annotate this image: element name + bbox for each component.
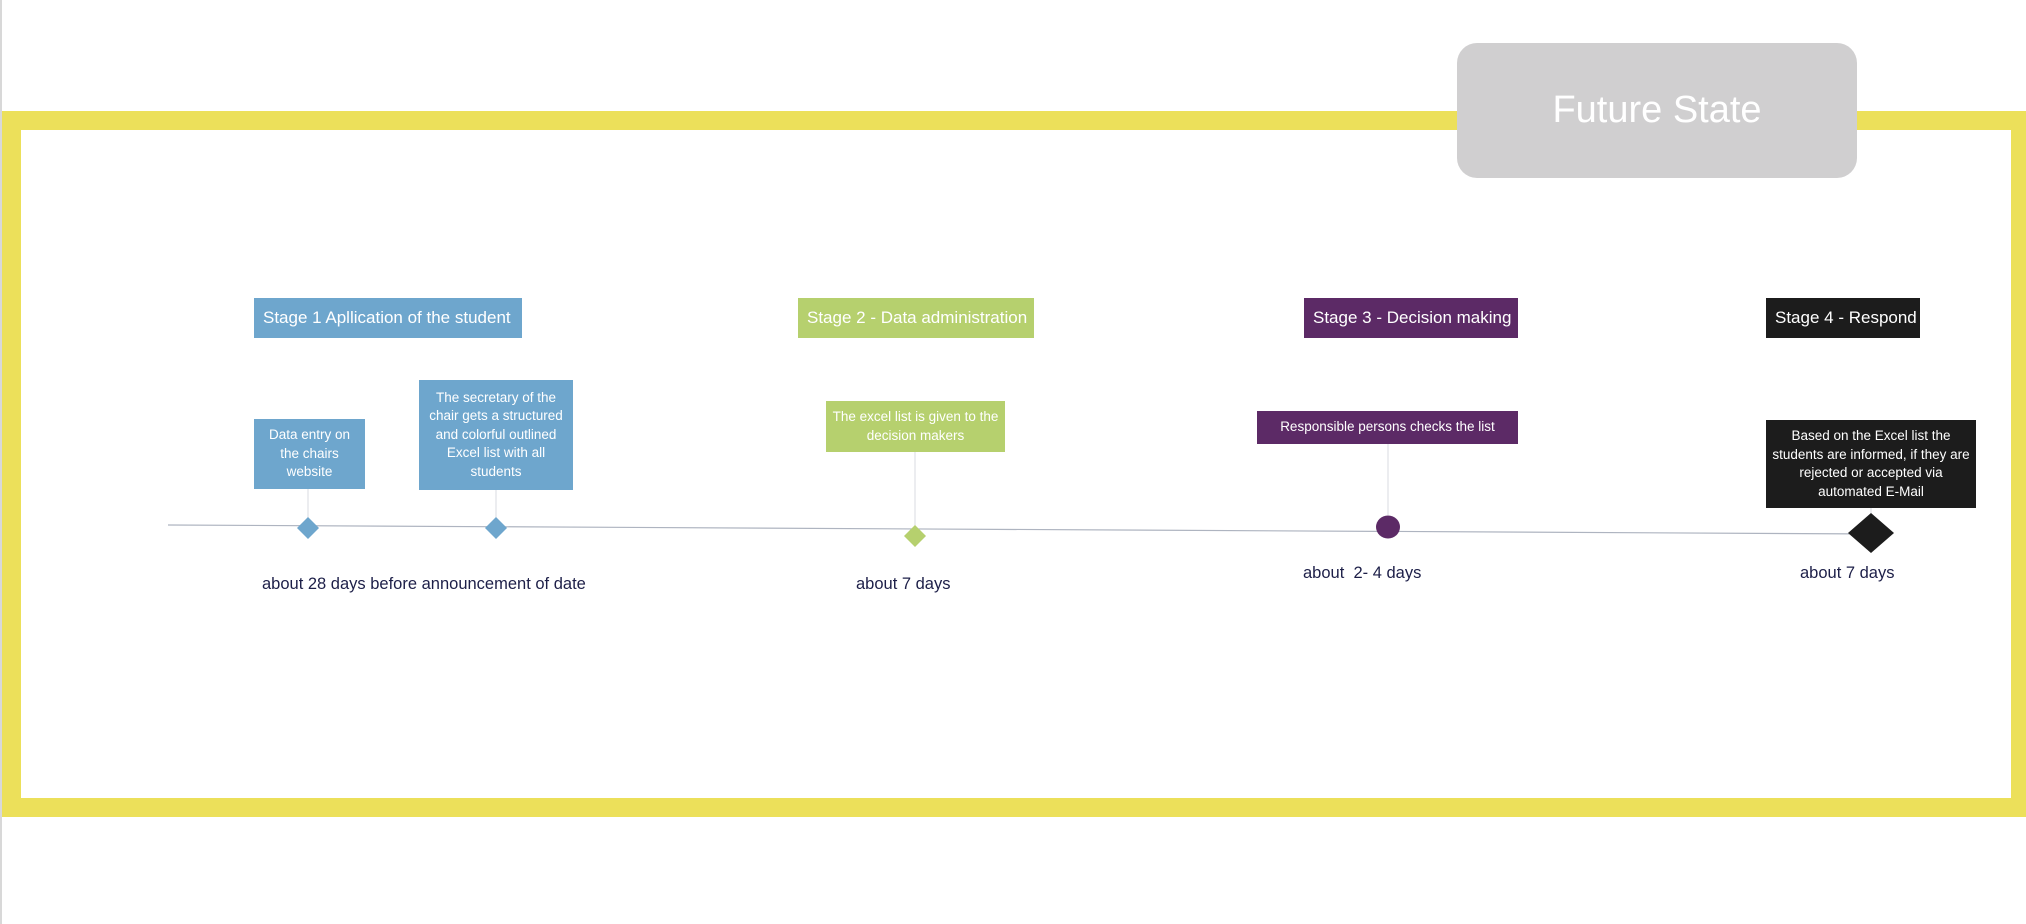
timeline-axis [167,524,1881,535]
duration-stage-2: about 7 days [856,575,951,593]
left-edge-divider [0,0,2,924]
future-state-title: Future State [1457,43,1857,178]
milestone-note-3: The excel list is given to the decision … [826,401,1005,452]
milestone-note-1: Data entry on the chairs website [254,419,365,489]
stage-2-label: Stage 2 - Data administration [798,298,1034,338]
stage-1-label: Stage 1 Apllication of the student [254,298,522,338]
stage-4-label: Stage 4 - Respond [1766,298,1920,338]
duration-stage-4: about 7 days [1800,564,1895,582]
duration-stage-3: about 2- 4 days [1303,564,1422,582]
milestone-marker-4 [1376,515,1400,539]
milestone-note-4: Responsible persons checks the list [1257,411,1518,444]
milestone-marker-1 [297,517,319,539]
milestone-note-5: Based on the Excel list the students are… [1766,420,1976,508]
stage-3-label: Stage 3 - Decision making [1304,298,1518,338]
milestone-marker-5 [1848,513,1894,553]
milestone-note-2: The secretary of the chair gets a struct… [419,380,573,490]
milestone-marker-2 [485,517,507,539]
milestone-marker-3 [904,525,926,547]
duration-stage-1: about 28 days before announcement of dat… [262,575,586,593]
